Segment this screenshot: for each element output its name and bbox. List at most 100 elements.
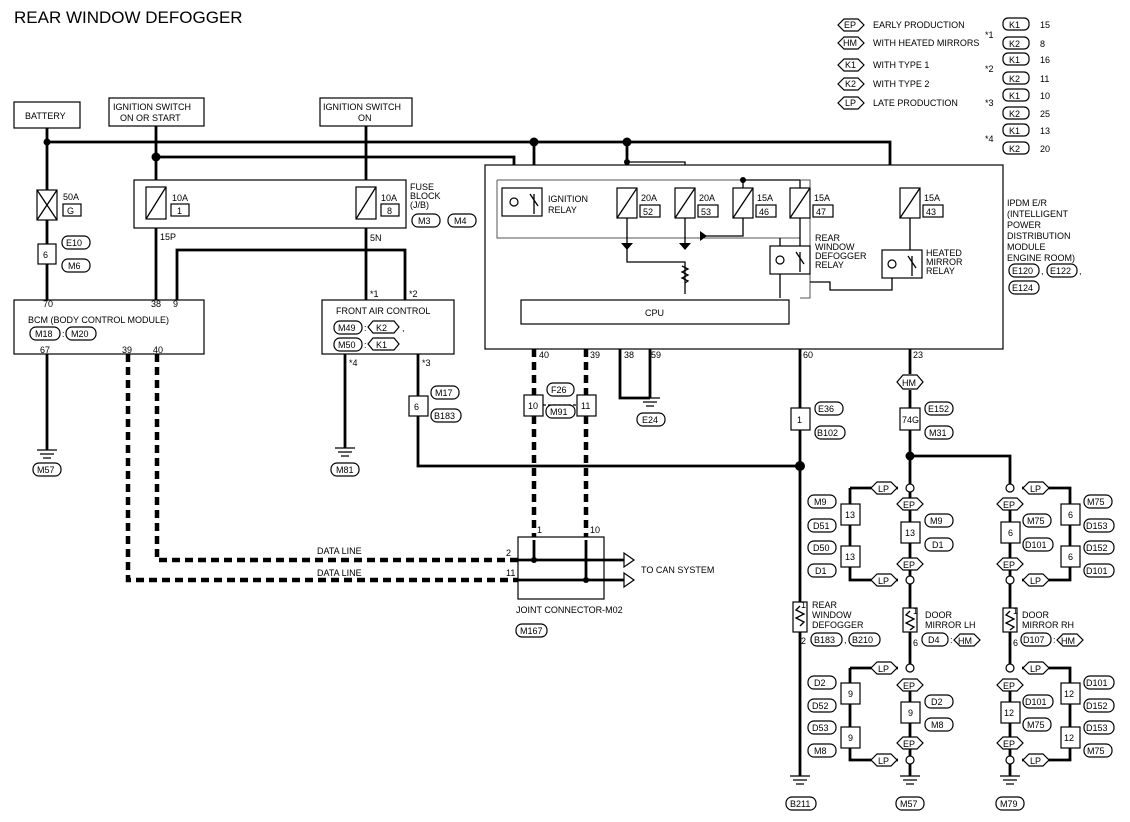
svg-text:D101: D101 (1025, 697, 1047, 707)
svg-text:20A: 20A (699, 193, 715, 203)
svg-text::: : (364, 340, 367, 350)
svg-text:M3: M3 (418, 216, 431, 226)
svg-text:D153: D153 (1086, 521, 1108, 531)
svg-text:10: 10 (528, 401, 538, 411)
svg-text:M8: M8 (814, 746, 827, 756)
svg-text:EP: EP (1003, 560, 1015, 570)
svg-text:13: 13 (1040, 126, 1050, 136)
svg-text:10A: 10A (381, 193, 397, 203)
svg-text:MIRROR: MIRROR (926, 257, 963, 267)
svg-text:20A: 20A (641, 193, 657, 203)
door-mirror-rh-circuit: LP LP EP EP 6 6 6 M75 D101 M75 D153 D152… (995, 481, 1115, 811)
svg-text:M81: M81 (336, 465, 354, 475)
svg-text:1: 1 (801, 600, 806, 610)
svg-text:D1: D1 (932, 540, 944, 550)
svg-text:12: 12 (1064, 733, 1074, 743)
svg-text:*3: *3 (422, 358, 431, 368)
svg-text:40: 40 (539, 350, 549, 360)
battery-bus (45, 128, 892, 180)
svg-text:EP: EP (1003, 681, 1015, 691)
svg-text:M167: M167 (520, 626, 543, 636)
svg-text:LP: LP (1030, 664, 1041, 674)
svg-text:D51: D51 (813, 521, 830, 531)
svg-text:M75: M75 (1027, 516, 1045, 526)
svg-text:67: 67 (40, 345, 50, 355)
svg-text:M18: M18 (35, 329, 53, 339)
svg-text:D152: D152 (1086, 701, 1108, 711)
svg-text:D53: D53 (812, 723, 829, 733)
svg-text:B183: B183 (814, 635, 835, 645)
svg-text:POWER: POWER (1007, 220, 1042, 230)
svg-text:REAR: REAR (815, 233, 841, 243)
svg-text:K1: K1 (1009, 126, 1020, 136)
svg-text:G: G (67, 206, 74, 216)
svg-text:11: 11 (506, 568, 515, 578)
svg-text:JOINT CONNECTOR-M02: JOINT CONNECTOR-M02 (516, 605, 623, 615)
svg-text:K1: K1 (1009, 91, 1020, 101)
svg-text:,: , (402, 323, 405, 333)
svg-text:15A: 15A (814, 193, 830, 203)
svg-text:FRONT AIR CONTROL: FRONT AIR CONTROL (336, 306, 430, 316)
svg-text:,: , (1079, 266, 1082, 276)
svg-text:EP: EP (903, 500, 915, 510)
svg-text:E152: E152 (928, 404, 949, 414)
svg-text:M57: M57 (37, 465, 55, 475)
bcm: 70 38 9 BCM (BODY CONTROL MODULE) M18 : … (13, 299, 205, 355)
svg-text:1: 1 (177, 206, 182, 216)
svg-text:B102: B102 (817, 428, 838, 438)
svg-text:46: 46 (759, 207, 769, 217)
diagram-title: REAR WINDOW DEFOGGER (14, 8, 243, 27)
svg-text:RELAY: RELAY (926, 266, 955, 276)
door-mirror-lh-circuit: LP LP EP EP 13 13 13 M9 D51 D50 D1 M9 D1… (807, 456, 981, 811)
svg-text:K2: K2 (1009, 39, 1020, 49)
svg-text:6: 6 (414, 402, 419, 412)
svg-text:2: 2 (506, 548, 511, 558)
svg-text:ON: ON (358, 113, 372, 123)
hm-option-tag (896, 374, 924, 390)
svg-text:EP: EP (903, 681, 915, 691)
svg-text:CPU: CPU (645, 308, 664, 318)
svg-text::: : (62, 329, 65, 339)
svg-text:39: 39 (122, 345, 132, 355)
svg-text:52: 52 (643, 207, 653, 217)
svg-text:2: 2 (801, 636, 806, 646)
svg-text:6: 6 (1068, 510, 1073, 520)
svg-text:E36: E36 (818, 404, 834, 414)
svg-text:*3: *3 (985, 98, 994, 108)
svg-text:EP: EP (1003, 500, 1015, 510)
svg-text:E24: E24 (642, 415, 658, 425)
svg-text:DATA LINE: DATA LINE (317, 546, 362, 556)
svg-text:*1: *1 (985, 30, 994, 40)
svg-text:23: 23 (913, 350, 923, 360)
svg-text:5N: 5N (370, 233, 382, 243)
svg-text:FUSE: FUSE (410, 182, 434, 192)
svg-text:10: 10 (590, 525, 600, 535)
joint-connector-m02: 1 10 2 11 DATA LINE DATA LINE TO CAN SYS… (317, 525, 714, 638)
svg-text:M57: M57 (900, 799, 918, 809)
svg-text:6: 6 (913, 638, 918, 648)
svg-text:E124: E124 (1012, 283, 1033, 293)
svg-text:70: 70 (43, 299, 53, 309)
svg-text:D101: D101 (1086, 678, 1108, 688)
svg-text:EP: EP (903, 560, 915, 570)
svg-text:E122: E122 (1050, 266, 1071, 276)
svg-text:15P: 15P (160, 232, 176, 242)
svg-text:1: 1 (797, 415, 802, 425)
svg-text:6: 6 (1008, 528, 1013, 538)
svg-text:K1: K1 (1009, 55, 1020, 65)
ipdm-er: IGNITION RELAY 20A 52 20A 53 15A 46 15A … (484, 164, 1082, 360)
fuse-block: 10A 1 10A 8 FUSE BLOCK (J/B) M3 M4 15P 5… (133, 126, 516, 243)
svg-text:M17: M17 (435, 388, 453, 398)
svg-text:K1: K1 (376, 340, 387, 350)
svg-text:M91: M91 (550, 407, 568, 417)
svg-text:74G: 74G (902, 415, 919, 425)
svg-text:,: , (844, 635, 847, 645)
svg-text:MIRROR RH: MIRROR RH (1022, 620, 1074, 630)
svg-text:K1: K1 (845, 60, 856, 70)
ground-e24: E24 (636, 397, 666, 427)
svg-text:ENGINE ROOM): ENGINE ROOM) (1007, 253, 1075, 263)
svg-text:12: 12 (1004, 708, 1014, 718)
svg-text:LP: LP (845, 98, 856, 108)
